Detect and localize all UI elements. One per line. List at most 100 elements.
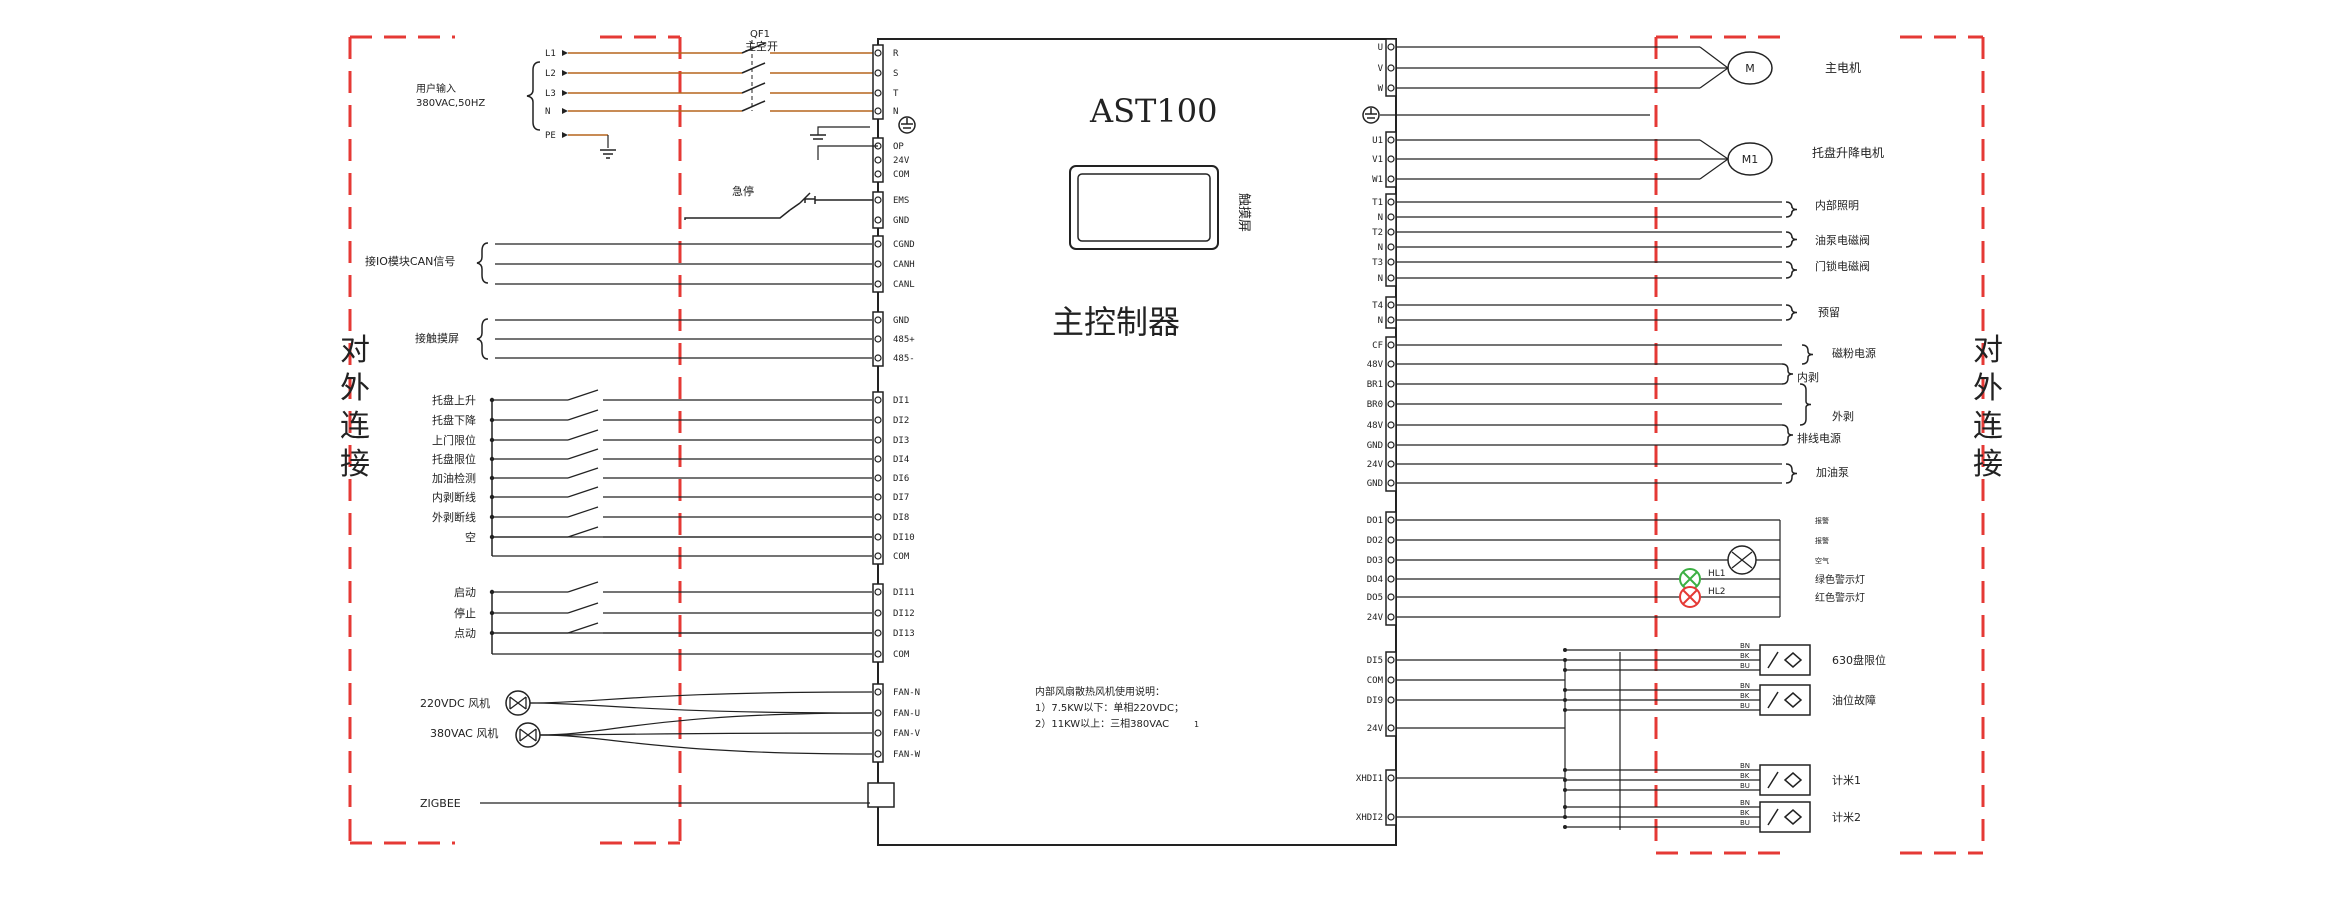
pin-label-di: DI2: [893, 416, 909, 426]
terminal-screw: [874, 216, 882, 224]
terminal-screw: [1387, 243, 1395, 251]
terminal-block: [872, 44, 884, 120]
terminal-screw: [874, 260, 882, 268]
terminal-block: [1385, 193, 1397, 287]
terminal-screw: [1387, 136, 1395, 144]
terminal-screw: [874, 156, 882, 164]
terminal-screw: [874, 750, 882, 758]
motor1-label: 主电机: [1825, 61, 1861, 75]
zigbee-port: [867, 782, 895, 808]
terminal-screw: [874, 729, 882, 737]
pin-label-op: COM: [893, 170, 910, 180]
pin-label-rs485: GND: [893, 316, 909, 326]
terminal-screw: [874, 170, 882, 178]
power-line-label: PE: [545, 131, 556, 141]
terminal-screw: [874, 688, 882, 696]
terminal-screw: [1387, 613, 1395, 621]
terminal-screw: [1387, 213, 1395, 221]
power-line-label: L2: [545, 69, 556, 79]
sensor-icon: [1767, 651, 1803, 669]
pin-label-fan: FAN-U: [893, 709, 920, 719]
terminal-screw: [874, 629, 882, 637]
input-label-di: 内剥断线: [432, 490, 476, 504]
oil-pump-label: 加油泵: [1816, 465, 1849, 479]
junction-dot: [1563, 668, 1567, 672]
controller-label: 主控制器: [1052, 303, 1180, 341]
input-label-di: 上门限位: [432, 433, 476, 447]
terminal-block: [1385, 336, 1397, 492]
power-line-label: L1: [545, 49, 556, 59]
terminal-screw: [1387, 316, 1395, 324]
junction-dot: [1563, 788, 1567, 792]
arrow-icon: [562, 70, 568, 76]
brace: [1785, 261, 1798, 279]
pin-label-motor2: V1: [1372, 155, 1383, 165]
sensor-wire-label: BK: [1740, 809, 1750, 817]
fan-icon: [509, 696, 527, 710]
breaker-contact: [741, 42, 766, 54]
sensor-wire-label: BU: [1740, 782, 1750, 790]
pin-label-outputs: N: [1378, 243, 1383, 253]
terminal-screw: [1387, 341, 1395, 349]
sensor-wire-label: BK: [1740, 652, 1750, 660]
terminal-screw: [874, 335, 882, 343]
can-signal-label: 接IO模块CAN信号: [365, 255, 455, 268]
external-label-right: 对 外 连 接: [1973, 333, 2003, 482]
green-lamp-label: 绿色警示灯: [1815, 573, 1865, 586]
input-label-di: 托盘上升: [432, 393, 476, 407]
terminal-screw: [1387, 676, 1395, 684]
terminal-screw: [874, 89, 882, 97]
pin-label-fan: FAN-V: [893, 729, 921, 739]
touch-connect-label: 接触摸屏: [415, 331, 459, 345]
pin-label-rs485: 485+: [893, 335, 915, 345]
switch-contact: [567, 622, 599, 634]
terminal-screw: [1387, 155, 1395, 163]
terminal-screw: [1387, 556, 1395, 564]
external-char-1: 对: [340, 333, 370, 368]
terminal-screw: [1387, 274, 1395, 282]
pin-label-op: 24V: [893, 156, 910, 166]
terminal-screw: [1387, 400, 1395, 408]
terminal-screw: [874, 474, 882, 482]
brace: [1801, 344, 1814, 365]
ground-icon: [1362, 106, 1380, 124]
terminal-screw: [1387, 441, 1395, 449]
terminal-block: [1385, 651, 1397, 737]
input-label-di: 加油检测: [432, 471, 476, 485]
pin-label-fan: FAN-W: [893, 750, 921, 760]
terminal-screw: [1387, 696, 1395, 704]
pin-label-power-out: BR1: [1367, 380, 1383, 390]
terminal-screw: [1387, 813, 1395, 821]
breaker-contact: [741, 82, 766, 94]
pin-label-outputs: T2: [1372, 228, 1383, 238]
notes-heading: 内部风扇散热风机使用说明：: [1035, 685, 1165, 698]
pin-label-power: N: [893, 107, 898, 117]
sensor-label: 630盘限位: [1832, 653, 1886, 667]
brace: [476, 318, 489, 360]
pin-label-di: DI1: [893, 396, 909, 406]
do-label: 报警: [1815, 516, 1829, 525]
terminal-screw: [874, 396, 882, 404]
pin-label-op: OP: [893, 142, 904, 152]
sensor-wire-label: BU: [1740, 819, 1750, 827]
breaker-label: QF1: [750, 29, 770, 40]
brace: [476, 242, 489, 284]
input-label-di: 外剥断线: [432, 510, 476, 524]
sensor-icon: [1767, 771, 1803, 789]
lamp-icon: [1682, 571, 1698, 587]
terminal-screw: [874, 513, 882, 521]
pin-label-reserve: N: [1378, 316, 1383, 326]
red-lamp-label: 红色警示灯: [1815, 591, 1865, 604]
motor-symbol: M1: [1742, 153, 1759, 166]
external-char-1: 对: [1973, 333, 2003, 368]
terminal-screw: [874, 280, 882, 288]
terminal-screw: [1387, 516, 1395, 524]
terminal-screw: [1387, 84, 1395, 92]
touch-screen: [1069, 165, 1219, 250]
terminal-screw: [1387, 575, 1395, 583]
pin-label-motor1: V: [1378, 64, 1384, 74]
inner-strip-label: 内剥: [1797, 370, 1819, 384]
sensor-icon: [1767, 691, 1803, 709]
pin-label-di: DI8: [893, 513, 909, 523]
